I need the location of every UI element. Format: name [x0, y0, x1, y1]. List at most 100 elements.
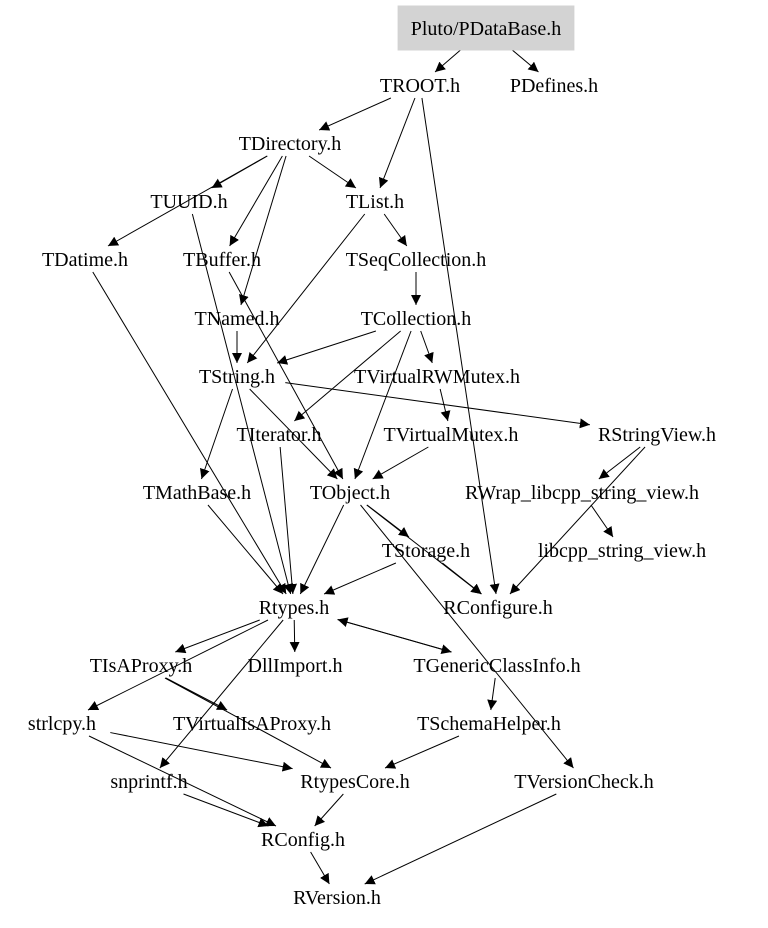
edge-tobject-to-rtypes	[299, 504, 345, 595]
node-label: strlcpy.h	[28, 713, 96, 735]
edge-tuuid-to-rtypes	[191, 213, 293, 595]
edge-strlcpy-to-rconfig	[88, 735, 277, 827]
edge-tlist-to-tseqcollection	[383, 213, 408, 247]
node-tlist[interactable]: TList.h	[346, 191, 404, 213]
edge-rtypes-to-snprintf	[159, 619, 284, 769]
node-tdatime[interactable]: TDatime.h	[42, 249, 128, 271]
edge-rtypes-to-tisaproxy	[175, 619, 260, 654]
edge-tcollection-to-tobject	[353, 330, 412, 480]
node-label: RtypesCore.h	[300, 771, 409, 793]
edges-layer	[87, 40, 646, 885]
node-strlcpy[interactable]: strlcpy.h	[28, 713, 96, 735]
node-tgenericclassinfo[interactable]: TGenericClassInfo.h	[413, 655, 580, 677]
node-label: TDirectory.h	[239, 133, 342, 155]
node-label: RConfig.h	[261, 829, 345, 851]
edge-tisaproxy-to-rtypescore	[164, 677, 332, 769]
node-pluto-pdatabase[interactable]: Pluto/PDataBase.h	[397, 5, 575, 51]
node-label: TBuffer.h	[183, 249, 261, 271]
node-rconfigure[interactable]: RConfigure.h	[443, 597, 552, 619]
edge-tstring-to-rstringview	[285, 382, 590, 429]
node-label: TVersionCheck.h	[514, 771, 653, 793]
node-label: TGenericClassInfo.h	[413, 655, 580, 677]
node-tvirtualisaproxy[interactable]: TVirtualIsAProxy.h	[173, 713, 331, 735]
edge-tmathbase-to-rtypes	[207, 504, 284, 595]
node-rstringview[interactable]: RStringView.h	[598, 424, 716, 446]
edge-tcollection-to-tstring	[276, 330, 377, 365]
edge-rstringview-to-rconfigure	[509, 446, 646, 595]
node-tobject[interactable]: TObject.h	[310, 482, 390, 504]
edge-tisaproxy-to-tvirtualisaproxy	[165, 677, 228, 711]
edge-tschemahelper-to-rtypescore	[384, 735, 460, 769]
node-label: TList.h	[346, 191, 404, 213]
node-label: TVirtualRWMutex.h	[354, 366, 520, 388]
edge-rconfig-to-rversion	[310, 851, 330, 885]
node-libcpp-sv[interactable]: libcpp_string_view.h	[538, 540, 706, 562]
node-tschemahelper[interactable]: TSchemaHelper.h	[417, 713, 561, 735]
node-tmathbase[interactable]: TMathBase.h	[143, 482, 251, 504]
node-rversion[interactable]: RVersion.h	[293, 887, 381, 909]
edge-rtypes-to-strlcpy	[87, 619, 269, 711]
node-label: TSeqCollection.h	[346, 249, 487, 271]
node-label: TNamed.h	[195, 308, 280, 330]
edge-tstring-to-tmathbase	[200, 388, 233, 480]
node-tnamed[interactable]: TNamed.h	[195, 308, 280, 330]
edge-tdirectory-to-tbuffer	[229, 155, 283, 247]
edge-tobject-to-tversioncheck	[360, 504, 574, 769]
node-troot[interactable]: TROOT.h	[380, 75, 460, 97]
node-tdirectory[interactable]: TDirectory.h	[239, 133, 342, 155]
node-label: TSchemaHelper.h	[417, 713, 561, 735]
edge-tgenericclassinfo-to-tschemahelper	[487, 677, 498, 711]
node-label: Pluto/PDataBase.h	[411, 18, 562, 40]
node-label: TIsAProxy.h	[90, 655, 193, 677]
node-tuuid[interactable]: TUUID.h	[150, 191, 227, 213]
edge-tdirectory-to-tnamed	[239, 155, 287, 306]
node-tisaproxy[interactable]: TIsAProxy.h	[90, 655, 193, 677]
node-rtypescore[interactable]: RtypesCore.h	[300, 771, 409, 793]
node-tstorage[interactable]: TStorage.h	[382, 540, 470, 562]
edge-tvirtualrwmutex-to-tvirtualmutex	[439, 388, 451, 422]
edge-tbuffer-to-tobject	[228, 271, 344, 480]
node-label: libcpp_string_view.h	[538, 540, 706, 562]
edge-rwrap-to-libcpp-sv	[590, 504, 614, 538]
node-rwrap[interactable]: RWrap_libcpp_string_view.h	[465, 482, 699, 504]
edge-rtypes-to-dllimport	[289, 619, 300, 653]
edge-tstorage-to-rconfigure	[442, 562, 482, 595]
node-rtypes[interactable]: Rtypes.h	[259, 597, 330, 619]
node-tversioncheck[interactable]: TVersionCheck.h	[514, 771, 653, 793]
node-tvirtualmutex[interactable]: TVirtualMutex.h	[384, 424, 519, 446]
edge-strlcpy-to-rtypescore	[110, 732, 293, 772]
edge-tversioncheck-to-rversion	[364, 793, 557, 885]
node-label: TString.h	[199, 366, 275, 388]
edge-tgenericclassinfo-to-rtypes	[337, 617, 452, 653]
node-titerator[interactable]: TIterator.h	[237, 424, 322, 446]
node-label: RWrap_libcpp_string_view.h	[465, 482, 699, 504]
node-tcollection[interactable]: TCollection.h	[361, 308, 472, 330]
edge-troot-to-rconfigure	[421, 97, 500, 595]
edge-tdatime-to-rtypes	[92, 271, 287, 595]
node-snprintf[interactable]: snprintf.h	[110, 771, 187, 793]
node-dllimport[interactable]: DllImport.h	[248, 655, 343, 677]
edge-rstringview-to-rwrap	[598, 446, 641, 480]
edge-troot-to-tdirectory	[318, 97, 392, 131]
node-label: RStringView.h	[598, 424, 716, 446]
edge-tstorage-to-rtypes	[323, 562, 397, 595]
edge-tlist-to-tstring	[246, 213, 366, 364]
edge-tdirectory-to-tlist	[308, 155, 357, 189]
node-rconfig[interactable]: RConfig.h	[261, 829, 345, 851]
node-label: TVirtualMutex.h	[384, 424, 519, 446]
node-label: DllImport.h	[248, 655, 343, 677]
node-label: RConfigure.h	[443, 597, 552, 619]
node-label: TIterator.h	[237, 424, 322, 446]
node-label: RVersion.h	[293, 887, 381, 909]
edge-troot-to-tlist	[378, 97, 416, 189]
node-pdefines[interactable]: PDefines.h	[510, 75, 598, 97]
edge-tdirectory-to-tuuid	[211, 155, 268, 189]
node-tbuffer[interactable]: TBuffer.h	[183, 249, 261, 271]
edge-rtypescore-to-rconfig	[314, 793, 344, 827]
node-tseqcollection[interactable]: TSeqCollection.h	[346, 249, 487, 271]
node-label: TROOT.h	[380, 75, 460, 97]
node-tstring[interactable]: TString.h	[199, 366, 275, 388]
node-tvirtualrwmutex[interactable]: TVirtualRWMutex.h	[354, 366, 520, 388]
